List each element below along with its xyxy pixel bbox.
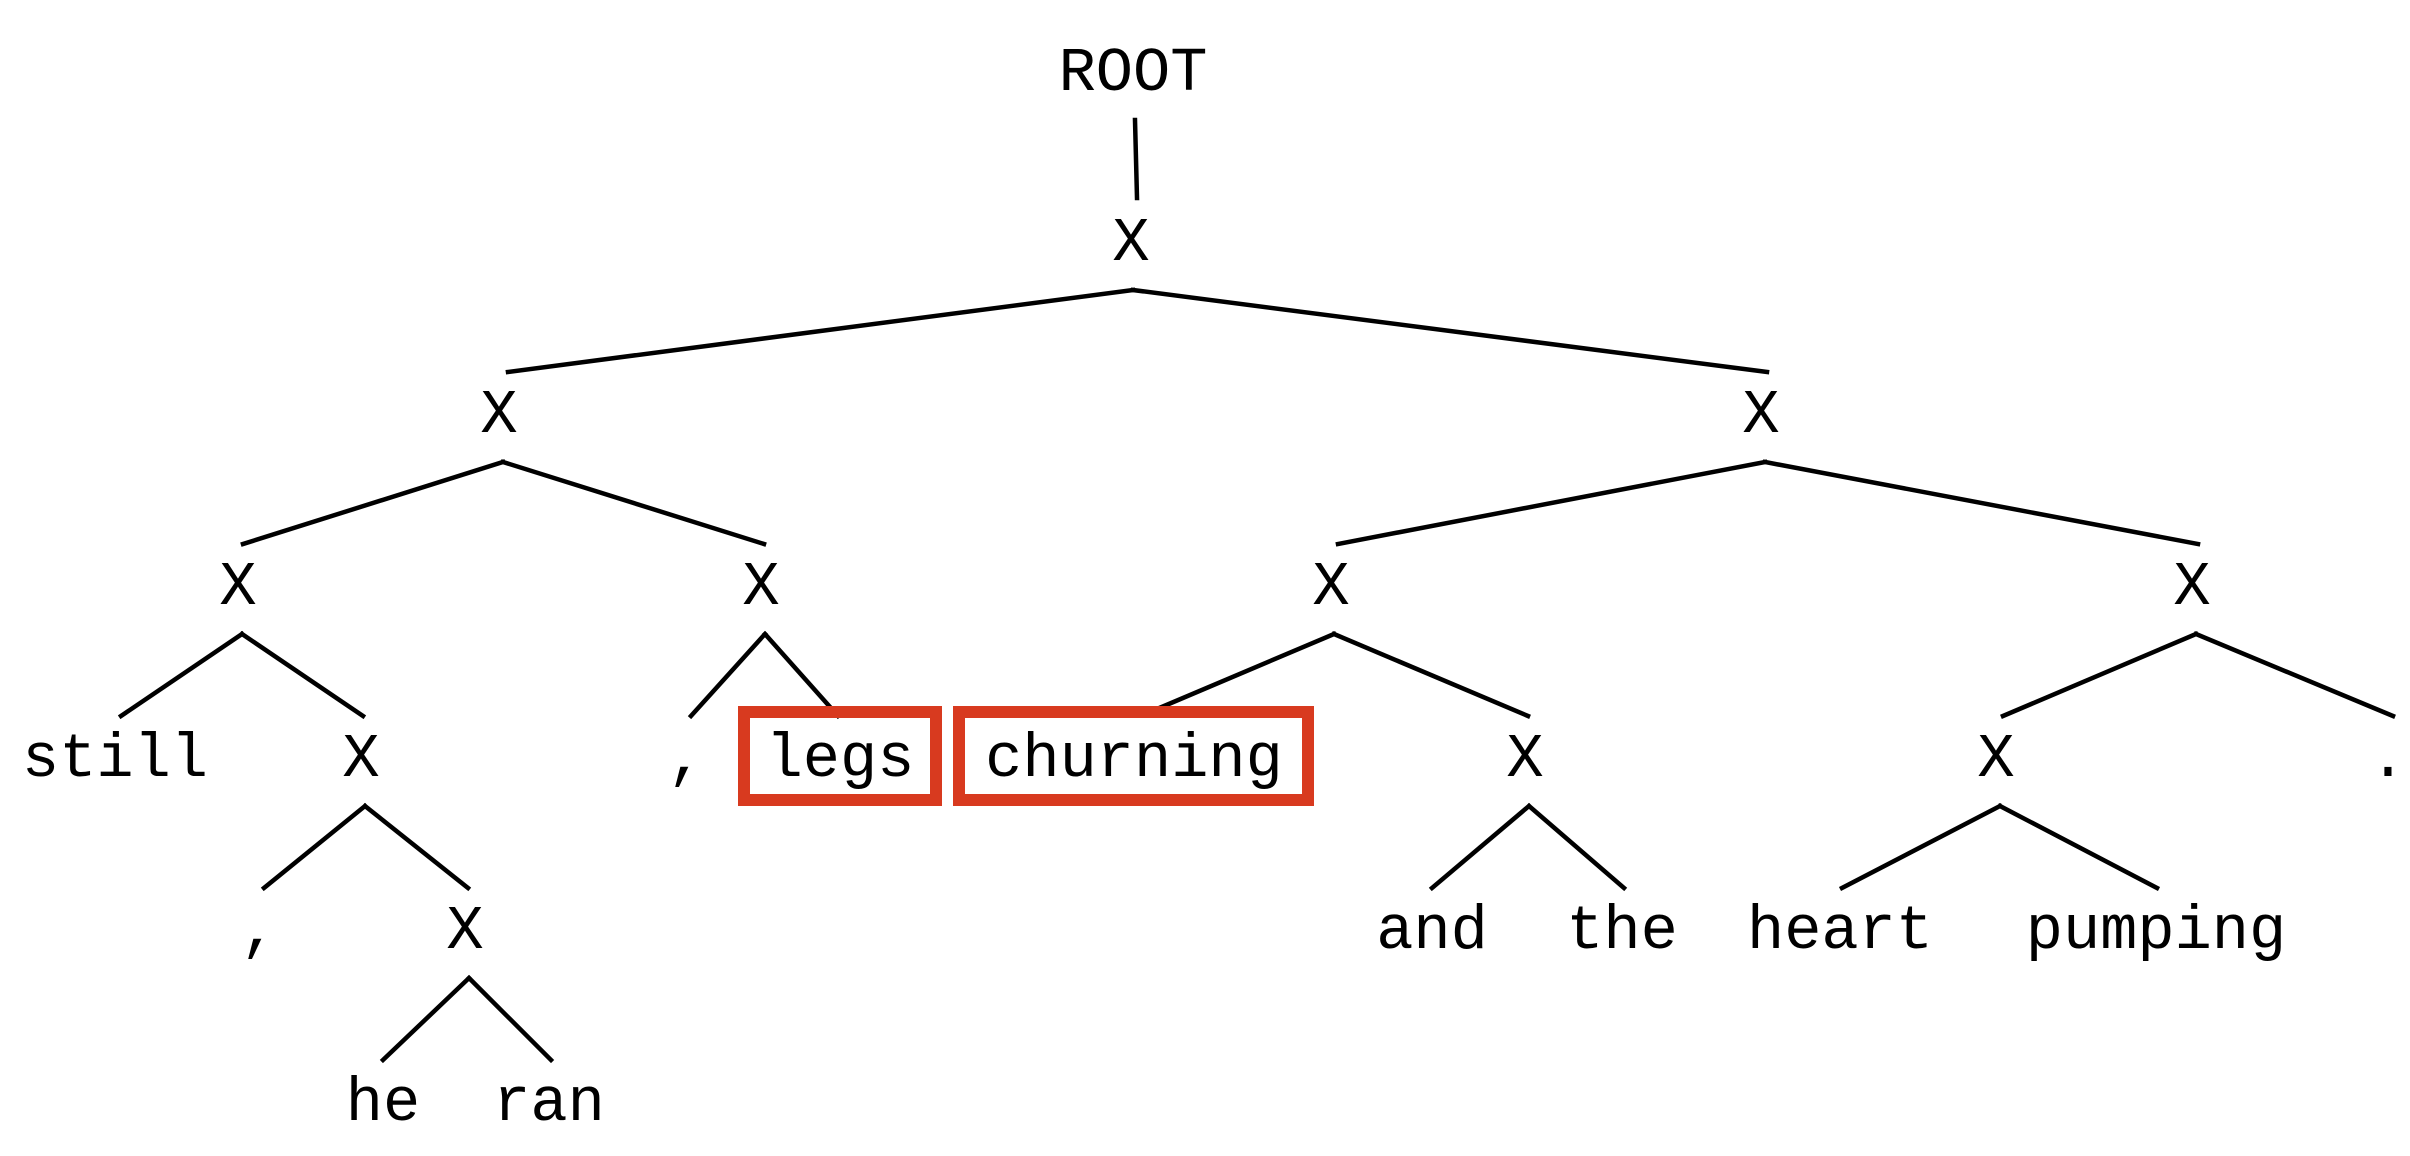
node-x-level5: X xyxy=(446,896,483,967)
node-x-level3-b: X xyxy=(742,552,779,623)
node-x-level4-b: X xyxy=(1506,724,1543,795)
leaf-token: . xyxy=(2369,724,2406,795)
node-x-level3-a: X xyxy=(219,552,256,623)
edge-x-the xyxy=(1525,802,1628,892)
leaf-token: heart xyxy=(1747,896,1933,967)
tree-edges xyxy=(117,117,2396,1064)
edge-x-ran xyxy=(465,974,555,1064)
node-x-level2-right: X xyxy=(1742,380,1779,451)
edge-l-lr xyxy=(500,459,767,547)
leaf-token: he xyxy=(346,1068,420,1139)
edge-rl-churning xyxy=(1154,631,1337,712)
leaf-token: and xyxy=(1376,896,1488,967)
edge-ll-still xyxy=(117,630,246,720)
edge-rr-period xyxy=(2193,631,2396,719)
edge-rr-x xyxy=(2000,631,2199,719)
leaf-token: the xyxy=(1566,896,1678,967)
highlight-box-legs xyxy=(738,706,942,806)
leaf-token-highlighted: legs xyxy=(766,724,915,795)
node-x-level3-c: X xyxy=(1312,552,1349,623)
highlight-box-churning xyxy=(953,706,1314,806)
edge-ll-x xyxy=(238,630,367,720)
node-x-level1: X xyxy=(1112,208,1149,279)
edge-root-x xyxy=(1132,117,1140,201)
leaf-token: still xyxy=(22,724,208,795)
node-x-level2-left: X xyxy=(480,380,517,451)
highlight-boxes xyxy=(738,706,1314,806)
node-root: ROOT xyxy=(1059,38,1208,109)
leaf-token-highlighted: churning xyxy=(985,724,1283,795)
leaf-token: ran xyxy=(493,1068,605,1139)
leaf-token: , xyxy=(240,896,277,967)
edge-x-he xyxy=(379,974,473,1064)
leaf-token: , xyxy=(667,724,704,795)
edge-x-comma2 xyxy=(260,802,369,892)
node-x-level3-d: X xyxy=(2173,552,2210,623)
node-x-level4-a: X xyxy=(342,724,379,795)
edge-x-heart xyxy=(1838,802,2004,892)
tree-nodes: ROOT X X X X X X X X X X X xyxy=(219,38,2210,967)
edge-r-rl xyxy=(1335,459,1768,547)
node-x-level4-c: X xyxy=(1977,724,2014,795)
edge-lr-comma xyxy=(687,630,769,720)
edge-x-pumping xyxy=(1996,802,2161,892)
edge-x-x xyxy=(361,802,472,892)
edge-r-rr xyxy=(1762,459,2201,547)
edge-l-ll xyxy=(240,459,506,547)
edge-top-left xyxy=(505,287,1136,375)
tree-leaves: still , he ran , legs churning and the h… xyxy=(22,724,2407,1139)
edge-x-and xyxy=(1428,802,1533,892)
edge-lr-legs xyxy=(761,630,842,720)
edge-top-right xyxy=(1130,287,1770,375)
edge-rl-x xyxy=(1331,631,1531,719)
leaf-token: pumping xyxy=(2026,896,2286,967)
